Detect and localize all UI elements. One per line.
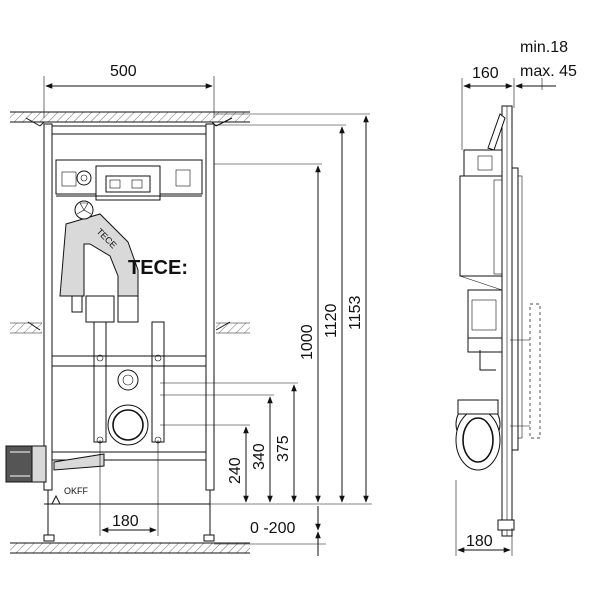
drain-connection	[107, 404, 149, 446]
adjust-0-200-label: 0 -200	[250, 520, 295, 537]
height-1153-label: 1153	[347, 295, 364, 330]
brand-logo: TECE:	[128, 257, 188, 279]
frame-uprights	[43, 123, 215, 542]
depth-160-label: 160	[472, 65, 499, 82]
height-375-label: 375	[275, 435, 292, 462]
height-1000-label: 1000	[299, 324, 316, 360]
height-240-label: 240	[227, 457, 244, 484]
height-340-label: 340	[251, 443, 268, 470]
okff-label: OKFF	[64, 486, 89, 496]
cistern-housing	[55, 159, 203, 201]
left-waste-pipe	[5, 445, 105, 483]
floor-band	[10, 542, 250, 554]
top-wall-band	[10, 111, 250, 123]
width-500-label: 500	[110, 63, 137, 80]
water-inlet	[117, 369, 139, 391]
height-1120-label: 1120	[323, 303, 340, 338]
flush-pipe: TECE	[59, 200, 139, 323]
front-view: TECE TECE:	[5, 63, 372, 556]
side-frame-profile	[487, 105, 523, 537]
mid-wall-band	[10, 322, 250, 334]
bottom-180-label: 180	[112, 513, 139, 530]
side-bottom-180-label: 180	[466, 533, 493, 550]
side-drain-pipe	[455, 337, 503, 471]
side-cistern	[459, 149, 503, 339]
gap-max-label: max. 45	[520, 63, 577, 80]
side-view: 160 min.18 max. 45	[455, 39, 577, 556]
gap-min-label: min.18	[520, 39, 568, 56]
